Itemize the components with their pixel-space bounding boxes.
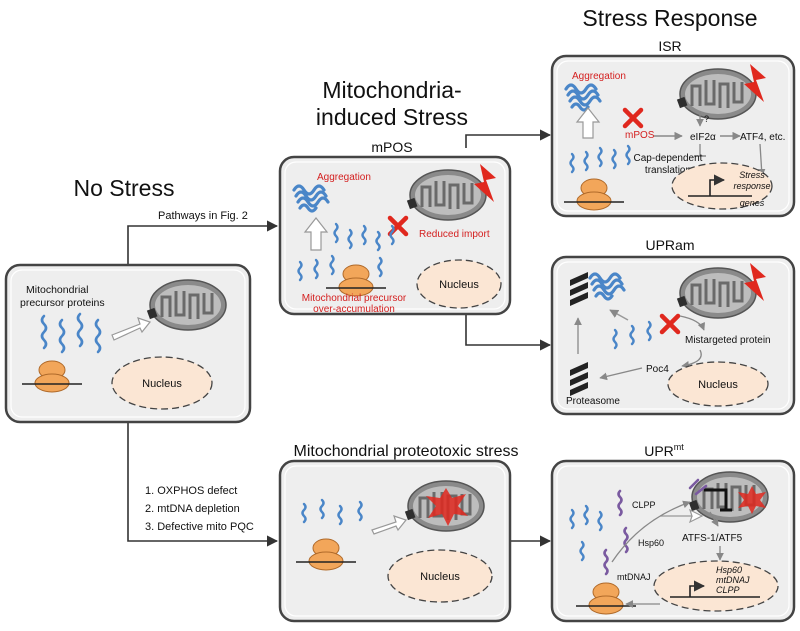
isr-panel: Aggregation mPOS eIF2α ? ATF4, etc. Cap-… <box>550 54 796 218</box>
cap-dependent-line2: translation <box>645 165 691 176</box>
stress-genes-line2: response <box>733 181 770 191</box>
upram-title: UPRam <box>645 237 694 253</box>
pathway-item-1: 1. OXPHOS defect <box>145 485 237 497</box>
pathway-item-3: 3. Defective mito PQC <box>145 521 254 533</box>
upram-panel: Mistargeted protein Nucleus Poc4 Proteas… <box>550 255 796 416</box>
uprmt-panel: CLPP Hsp60 mtDNAJ ATFS-1/ATF5 Hsp60 mtDN… <box>550 459 796 623</box>
proteasome-label: Proteasome <box>566 396 620 407</box>
hsp60-label: Hsp60 <box>638 538 664 548</box>
mistargeted-protein-label: Mistargeted protein <box>685 335 771 346</box>
stressed-mitochondrion-icon <box>687 470 770 524</box>
isr-title: ISR <box>658 38 681 54</box>
eif2a-label: eIF2α <box>690 132 716 143</box>
proteasome-icon <box>570 272 588 306</box>
uprmt-title-sup: mt <box>674 442 684 452</box>
question-mark: ? <box>704 114 709 124</box>
nucleus-label: Nucleus <box>142 378 182 390</box>
nucleus-icon <box>387 549 493 603</box>
stress-genes-line3: genes <box>740 198 765 208</box>
gene-clpp: CLPP <box>716 585 740 595</box>
aggregation-label: Aggregation <box>317 172 371 183</box>
reduced-import-label: Reduced import <box>419 229 490 240</box>
stress-genes-line1: Stress <box>739 170 765 180</box>
nucleus-icon <box>653 560 779 612</box>
nucleus-icon <box>111 356 213 410</box>
mito-stress-heading-line1: Mitochondria- <box>322 77 461 103</box>
proteotoxic-panel: Nucleus <box>278 459 512 623</box>
pathways-fig2-label: Pathways in Fig. 2 <box>158 210 248 222</box>
precursor-label-line1: Mitochondrial <box>26 284 88 296</box>
import-arrow <box>660 508 704 524</box>
nucleus-label: Nucleus <box>439 279 479 291</box>
mpos-panel: Aggregation Reduced import Mitochondrial… <box>278 155 512 316</box>
stressed-mitochondrion-icon <box>403 479 486 533</box>
precursor-accumulation-line1: Mitochondrial precursor <box>302 293 407 304</box>
gene-mtdnaj: mtDNAJ <box>716 575 750 585</box>
connector-arrows <box>127 129 552 547</box>
no-stress-heading: No Stress <box>74 175 175 201</box>
uprmt-title-base: UPR <box>644 443 674 459</box>
precursor-accumulation-line2: over-accumulation <box>313 304 395 315</box>
isr-mpos-label: mPOS <box>625 130 655 141</box>
no-stress-panel: Mitochondrial precursor proteins Nucleus <box>4 263 252 424</box>
mtdnaj-label: mtDNAJ <box>617 572 651 582</box>
gene-hsp60: Hsp60 <box>716 565 742 575</box>
mpos-title: mPOS <box>371 139 412 155</box>
aggregation-arrow <box>575 107 601 139</box>
pathway-item-2: 2. mtDNA depletion <box>145 503 240 515</box>
precursor-label-line2: precursor proteins <box>20 297 105 309</box>
proteotoxic-heading: Mitochondrial proteotoxic stress <box>294 443 519 460</box>
nucleus-label: Nucleus <box>420 571 460 583</box>
proteasome-icon <box>570 362 588 396</box>
clpp-label: CLPP <box>632 500 656 510</box>
isr-aggregation-label: Aggregation <box>572 71 626 82</box>
atfs-label: ATFS-1/ATF5 <box>682 533 743 544</box>
chaperone-icon <box>688 478 708 496</box>
stress-response-heading: Stress Response <box>582 5 757 31</box>
mito-stress-heading-line2: induced Stress <box>316 104 468 130</box>
import-arrow <box>371 515 408 535</box>
aggregation-arrow <box>303 217 329 251</box>
import-arrow <box>111 317 152 341</box>
nucleus-icon <box>667 361 769 407</box>
nucleus-icon <box>416 259 502 309</box>
nucleus-label: Nucleus <box>698 379 738 391</box>
atf4-label: ATF4, etc. <box>740 132 785 143</box>
uprmt-title: UPRmt <box>644 442 684 459</box>
cap-dependent-line1: Cap-dependent <box>634 153 703 164</box>
poc4-label: Poc4 <box>646 364 669 375</box>
